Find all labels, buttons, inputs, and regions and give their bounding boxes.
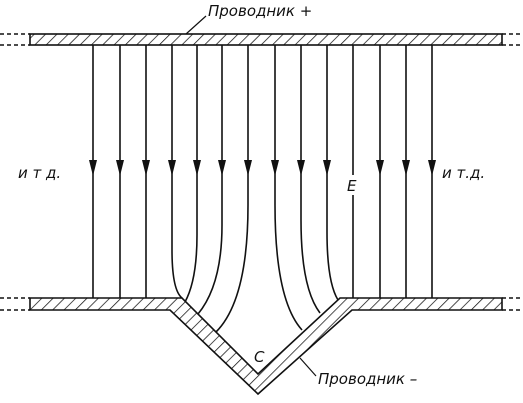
arrow-icon	[297, 160, 305, 176]
arrow-icon	[428, 160, 436, 176]
arrow-icon	[89, 160, 97, 176]
top-conductor-label: Проводник +	[208, 2, 312, 20]
arrow-icon	[193, 160, 201, 176]
top-label-leader	[185, 15, 207, 35]
field-line	[274, 45, 303, 331]
field-line	[300, 45, 321, 314]
right-etc-label: и т.д.	[442, 164, 485, 182]
left-etc-label: и т д.	[18, 164, 61, 182]
arrow-icon	[402, 160, 410, 176]
arrow-icon	[168, 160, 176, 176]
arrow-icon	[244, 160, 252, 176]
arrow-icon	[271, 160, 279, 176]
field-line	[215, 45, 249, 333]
bottom-conductor-body	[29, 297, 503, 396]
field-arrows	[89, 160, 436, 176]
field-line	[197, 45, 223, 315]
field-line	[171, 45, 183, 299]
field-line	[184, 45, 198, 303]
bottom-label-leader	[299, 357, 317, 377]
bottom-conductor	[0, 297, 523, 396]
top-conductor	[0, 33, 523, 46]
top-conductor-body	[29, 33, 503, 46]
bottom-conductor-label: Проводник –	[318, 370, 417, 388]
arrow-icon	[218, 160, 226, 176]
field-line	[326, 45, 339, 301]
arrow-icon	[116, 160, 124, 176]
field-e-label: E	[347, 177, 357, 195]
field-lines	[92, 45, 433, 333]
corner-c-label: C	[254, 348, 265, 366]
arrow-icon	[142, 160, 150, 176]
arrow-icon	[323, 160, 331, 176]
arrow-icon	[376, 160, 384, 176]
